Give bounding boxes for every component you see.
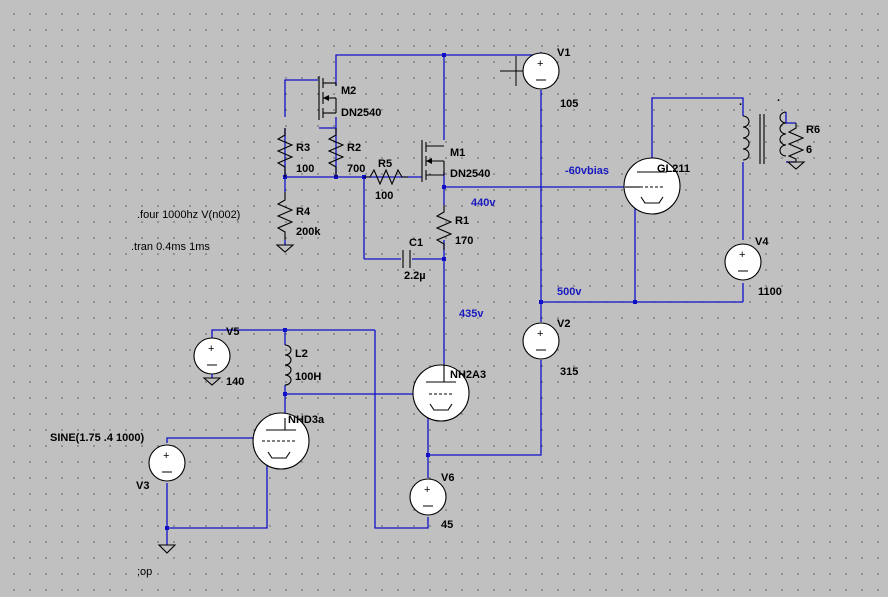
m1-name: M1 — [450, 147, 465, 159]
output-transformer[interactable]: · · — [739, 95, 787, 164]
voltage-source-v1[interactable]: + V1 105 — [522, 47, 578, 110]
tube-nhd3a[interactable]: NHD3a — [252, 412, 325, 470]
v3-value: SINE(1.75 .4 1000) — [50, 432, 145, 444]
r2-name: R2 — [347, 142, 361, 154]
c1-name: C1 — [409, 237, 423, 249]
v5-name: V5 — [226, 326, 239, 338]
v1-value: 105 — [560, 98, 578, 110]
v4-value: 1100 — [758, 286, 782, 298]
net-label-bias[interactable]: -60vbias — [565, 165, 609, 177]
v6-value: 45 — [441, 519, 453, 531]
ground-icon — [202, 377, 222, 386]
net-label-500v[interactable]: 500v — [557, 286, 582, 298]
voltage-source-v5[interactable]: + V5 140 — [193, 326, 244, 388]
v2-value: 315 — [560, 366, 578, 378]
v5-value: 140 — [226, 376, 244, 388]
op-comment[interactable]: ;op — [137, 566, 152, 578]
gl211-name: GL211 — [657, 163, 690, 175]
voltage-source-v3[interactable]: + SINE(1.75 .4 1000) V3 — [50, 432, 186, 492]
r6-name: R6 — [806, 124, 820, 136]
v3-name: V3 — [136, 480, 149, 492]
ground-icon — [786, 161, 806, 170]
svg-text:+: + — [537, 58, 543, 70]
r2-value: 700 — [347, 163, 365, 175]
resistor-r1[interactable]: R1 170 — [435, 205, 473, 250]
r5-value: 100 — [375, 190, 393, 202]
m1-value: DN2540 — [450, 168, 490, 180]
l2-name: L2 — [295, 348, 308, 360]
v2-name: V2 — [557, 318, 570, 330]
v6-name: V6 — [441, 472, 454, 484]
voltage-source-v4[interactable]: + V4 1100 — [724, 236, 782, 298]
nhd3a-name: NHD3a — [288, 414, 325, 426]
v4-name: V4 — [755, 236, 769, 248]
r3-name: R3 — [296, 142, 310, 154]
ground-icon — [275, 244, 295, 253]
svg-text:·: · — [777, 95, 781, 107]
m2-name: M2 — [341, 85, 356, 97]
tran-directive[interactable]: .tran 0.4ms 1ms — [131, 241, 210, 253]
mosfet-m2[interactable]: M2 DN2540 — [318, 76, 381, 120]
four-directive[interactable]: .four 1000hz V(n002) — [137, 209, 240, 221]
inductor-l2[interactable]: L2 100H — [284, 344, 321, 386]
resistor-r4[interactable]: R4 200k — [276, 192, 321, 240]
r4-name: R4 — [296, 206, 311, 218]
r1-name: R1 — [455, 215, 469, 227]
svg-text:+: + — [424, 484, 430, 496]
r6-value: 6 — [806, 144, 812, 156]
v1-name: V1 — [557, 47, 570, 59]
nh2a3-name: NH2A3 — [450, 369, 486, 381]
net-label-435v[interactable]: 435v — [459, 308, 484, 320]
l2-value: 100H — [295, 371, 321, 383]
tube-gl211[interactable]: GL211 — [623, 157, 690, 215]
m2-value: DN2540 — [341, 107, 381, 119]
svg-text:·: · — [739, 99, 743, 111]
resistor-r2[interactable]: R2 700 — [327, 128, 365, 177]
resistor-r6[interactable]: R6 6 — [787, 123, 820, 162]
svg-text:+: + — [163, 450, 169, 462]
voltage-source-v2[interactable]: + V2 315 — [522, 318, 578, 378]
resistor-r3[interactable]: R3 100 — [276, 128, 314, 177]
net-label-440v[interactable]: 440v — [471, 197, 496, 209]
r3-value: 100 — [296, 163, 314, 175]
mosfet-m1[interactable]: M1 DN2540 — [421, 140, 490, 182]
voltage-source-v6[interactable]: + V6 45 — [409, 472, 454, 531]
svg-text:+: + — [537, 328, 543, 340]
tube-nh2a3[interactable]: NH2A3 — [412, 364, 486, 422]
r1-value: 170 — [455, 235, 473, 247]
capacitor-c1[interactable]: C1 2.2µ — [402, 237, 426, 282]
r5-name: R5 — [378, 158, 392, 170]
r4-value: 200k — [296, 226, 321, 238]
c1-value: 2.2µ — [404, 270, 426, 282]
wires — [166, 52, 796, 545]
svg-text:+: + — [739, 249, 745, 261]
svg-text:+: + — [208, 343, 214, 355]
resistor-r5[interactable]: R5 100 — [364, 158, 408, 202]
ground-icon — [157, 544, 177, 554]
